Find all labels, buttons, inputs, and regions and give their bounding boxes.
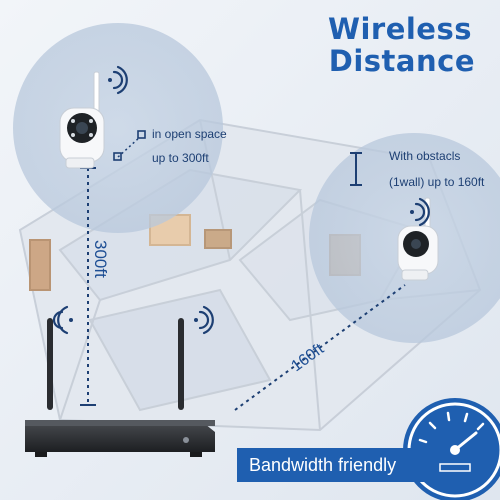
distance-label-vertical: 300ft — [91, 240, 110, 278]
wifi-icon — [52, 305, 73, 335]
obstacles-range: (1wall) up to 160ft — [389, 175, 485, 189]
title-line-1: Wireless — [327, 12, 472, 46]
wifi-icon — [194, 305, 214, 335]
camera-icon — [59, 71, 105, 169]
open-space-range: up to 300ft — [152, 151, 209, 165]
nvr-device-icon — [25, 318, 215, 457]
distance-line-diagonal — [234, 284, 406, 411]
obstacles-label: With obstacls — [389, 149, 461, 163]
open-space-label: in open space — [152, 127, 227, 141]
obstacle-marker — [350, 152, 362, 186]
open-space-marker — [137, 130, 146, 139]
open-space-marker — [113, 152, 122, 161]
bandwidth-badge: Bandwidth friendly — [237, 448, 437, 482]
wifi-icon — [108, 65, 128, 95]
wifi-icon — [410, 197, 430, 227]
coverage-circle-left — [13, 23, 223, 233]
title-line-2: Distance — [328, 44, 475, 78]
